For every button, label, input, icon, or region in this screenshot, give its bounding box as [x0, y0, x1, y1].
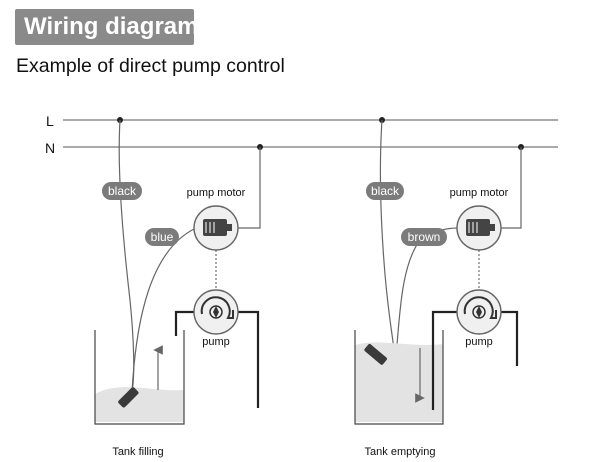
neutral-wire-right	[500, 147, 522, 229]
pump-icon	[463, 296, 497, 319]
left-panel: black blue pump motor pump Tank filling	[94, 117, 263, 458]
tank-right	[354, 330, 444, 425]
diagram-title: Wiring diagram	[15, 9, 198, 45]
motor-icon	[203, 219, 227, 236]
float-switch-left	[118, 387, 139, 408]
svg-text:blue: blue	[151, 230, 174, 244]
wire-tag-black-left: black	[102, 182, 142, 200]
pump-left	[193, 289, 239, 335]
pump-label-right: pump	[465, 336, 493, 348]
float-switch-right	[364, 344, 387, 365]
neutral-line-label: N	[45, 140, 55, 156]
motor-icon	[466, 219, 490, 236]
caption-right: Tank emptying	[365, 446, 436, 458]
tank-water-left	[95, 387, 184, 422]
pump-motor-left	[193, 205, 239, 251]
pump-right	[456, 289, 502, 335]
pump-motor-label-left: pump motor	[187, 187, 246, 199]
svg-text:black: black	[371, 184, 400, 198]
neutral-wire-left	[238, 147, 261, 229]
black-wire-left	[118, 119, 135, 393]
tank-left	[94, 330, 185, 425]
caption-left: Tank filling	[112, 446, 163, 458]
right-panel: black brown pump motor pump Tank emptyin…	[354, 117, 524, 458]
wire-tag-brown-right: brown	[401, 228, 447, 246]
pump-motor-right	[456, 205, 502, 251]
wire-tag-black-right: black	[366, 182, 404, 200]
tank-water-right	[355, 342, 443, 422]
blue-wire-left	[131, 227, 197, 393]
wire-tag-blue-left: blue	[145, 228, 179, 246]
live-line-label: L	[46, 113, 54, 129]
pump-label-left: pump	[202, 336, 230, 348]
diagram-subtitle: Example of direct pump control	[16, 55, 285, 77]
black-wire-right	[379, 119, 397, 375]
pump-motor-label-right: pump motor	[450, 187, 509, 199]
svg-text:brown: brown	[408, 230, 441, 244]
pump-icon	[200, 296, 234, 319]
svg-text:black: black	[108, 184, 137, 198]
